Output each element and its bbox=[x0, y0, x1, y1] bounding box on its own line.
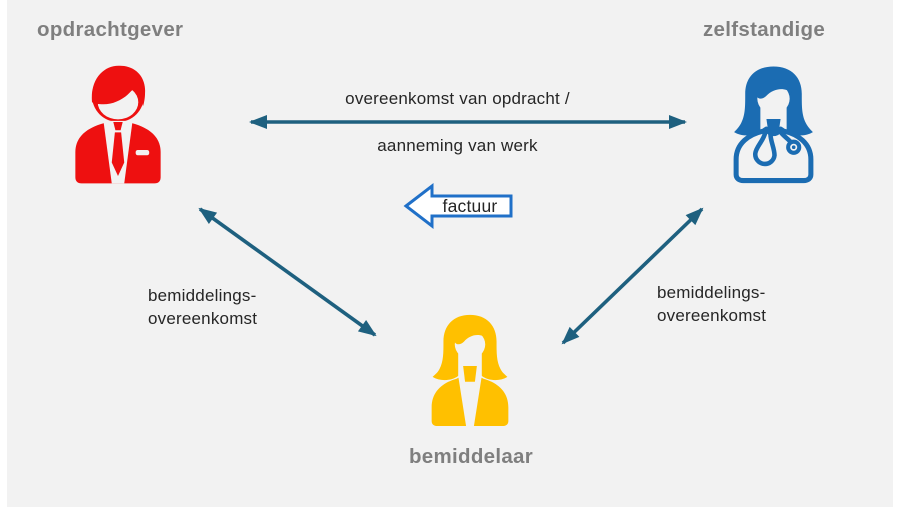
mediation-right-label-line2: overeenkomst bbox=[657, 306, 767, 325]
mediation-left-label-line2: overeenkomst bbox=[148, 309, 258, 328]
businessman-icon bbox=[75, 65, 161, 184]
invoice-label: factuur bbox=[443, 196, 498, 216]
left-margin bbox=[0, 0, 7, 507]
mediation-left-label: bemiddelings- overeenkomst bbox=[148, 284, 257, 330]
mediation-right-label: bemiddelings- overeenkomst bbox=[657, 281, 766, 327]
contract-label-line1: overeenkomst van opdracht / bbox=[345, 89, 570, 108]
mediation-left-label-line1: bemiddelings- bbox=[148, 286, 257, 305]
right-margin bbox=[893, 0, 900, 507]
client-title: opdrachtgever bbox=[37, 18, 184, 41]
intermediary-title: bemiddelaar bbox=[408, 445, 534, 468]
mediation-left-double-arrow bbox=[198, 207, 377, 337]
invoice-block-arrow: factuur bbox=[403, 182, 513, 230]
freelancer-title: zelfstandige bbox=[703, 18, 826, 41]
contract-double-arrow bbox=[249, 115, 687, 129]
mediation-right-label-line1: bemiddelings- bbox=[657, 283, 766, 302]
mediation-right-double-arrow bbox=[561, 207, 704, 345]
businesswoman-icon bbox=[431, 314, 509, 427]
female-doctor-icon bbox=[733, 66, 814, 184]
contract-label-line2: aanneming van werk bbox=[377, 136, 538, 155]
